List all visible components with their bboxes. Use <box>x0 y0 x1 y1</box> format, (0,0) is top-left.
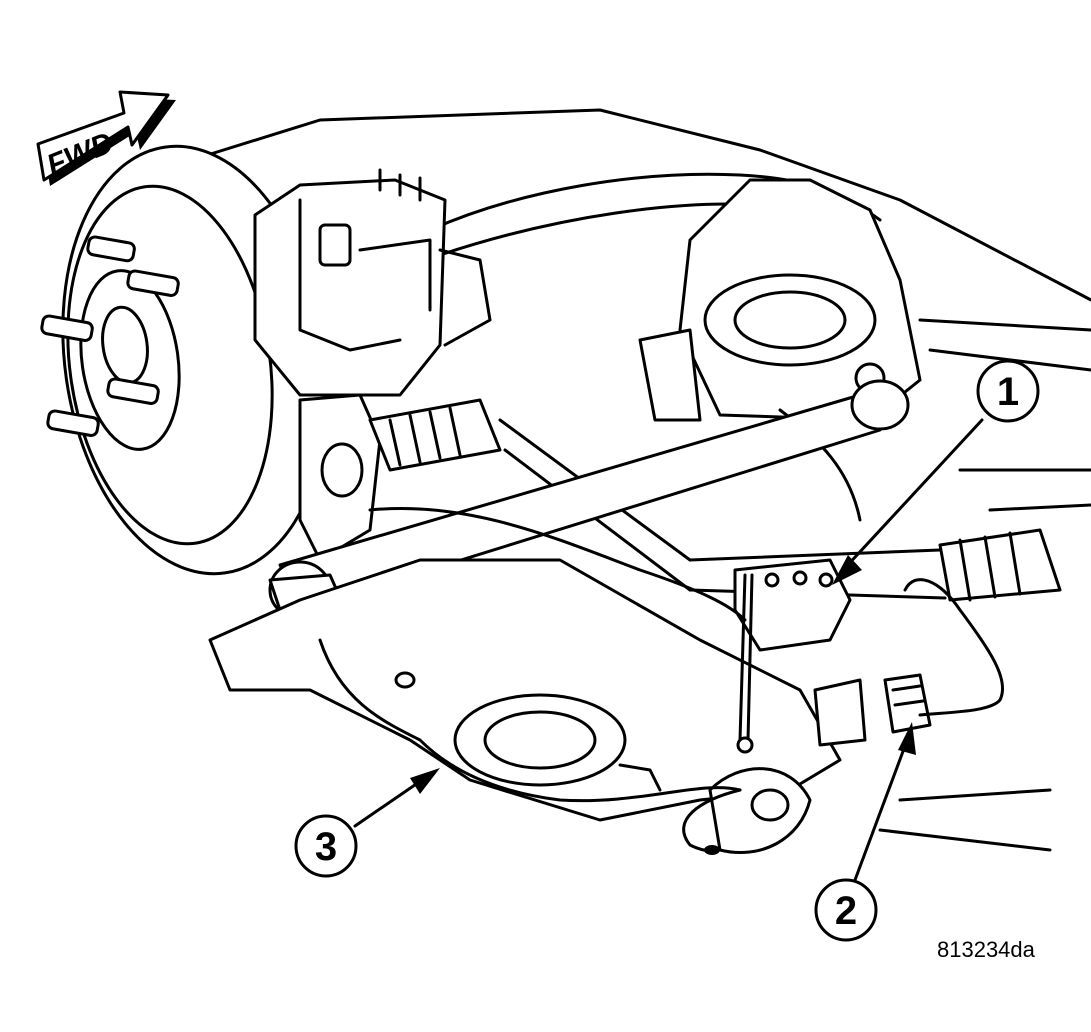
wheel-studs <box>40 235 180 437</box>
rear-subframe <box>183 108 1091 852</box>
wire-harness <box>318 506 1005 855</box>
sensor-connector <box>883 673 932 734</box>
steering-knuckle <box>298 393 382 562</box>
brake-caliper <box>253 168 492 397</box>
height-sensor <box>733 558 867 754</box>
callout-2: 2 <box>814 878 878 942</box>
callout-1: 1 <box>976 359 1040 423</box>
callout-1-number: 1 <box>997 370 1019 414</box>
leader-lines <box>353 418 984 882</box>
callout-2-number: 2 <box>835 889 857 933</box>
callout-3: 3 <box>294 814 358 878</box>
figure-id: 813234da <box>937 937 1036 962</box>
callout-3-number: 3 <box>315 825 337 869</box>
drive-shaft <box>368 398 1062 602</box>
